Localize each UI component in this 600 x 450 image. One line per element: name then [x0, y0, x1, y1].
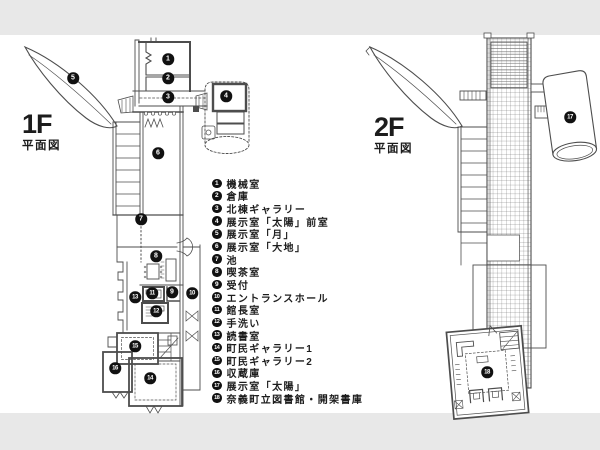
sun-anteroom-shape: [195, 81, 250, 154]
legend-item-9: 9 受付: [212, 278, 363, 292]
legend-item-6: 6 展示室「大地」: [212, 240, 363, 255]
middle-cluster-shape: [116, 246, 184, 333]
legend-number-badge: 5: [212, 229, 222, 239]
legend-number-badge: 3: [212, 203, 222, 214]
legend-label: 展示室「太陽」前室: [226, 217, 330, 229]
legend-label: 機械室: [226, 179, 261, 191]
legend-number-badge: 6: [212, 241, 222, 252]
floor-title-1f: 1F 平面図: [22, 111, 61, 153]
legend-number-badge: 12: [212, 317, 222, 328]
legend-label: 展示室「大地」: [226, 243, 307, 255]
legend-label: 喫茶室: [226, 268, 261, 280]
legend-number-badge: 13: [212, 330, 222, 340]
legend-item-13: 13 読書室: [212, 329, 363, 343]
floor-title-1f-caption: 平面図: [22, 140, 61, 152]
legend-item-15: 15 町民ギャラリー2: [212, 354, 363, 368]
legend-label: 受付: [226, 280, 250, 292]
legend-item-5: 5 展示室「月」: [212, 228, 363, 241]
legend-number-badge: 14: [212, 342, 222, 353]
legend-item-11: 11 館長室: [212, 303, 363, 318]
legend-number-badge: 4: [212, 216, 222, 226]
legend-label: 町民ギャラリー2: [226, 356, 314, 368]
legend-item-2: 2 倉庫: [212, 190, 363, 203]
legend-item-1: 1 機械室: [212, 177, 363, 191]
legend-label: 館長室: [226, 306, 261, 318]
legend-label: 倉庫: [226, 192, 250, 204]
legend-label: 北棟ギャラリー: [226, 205, 307, 217]
legend-item-10: 10 エントランスホール: [212, 291, 363, 305]
legend-label: 奈義町立図書館・開架書庫: [226, 394, 364, 406]
legend-item-18: 18 奈義町立図書館・開架書庫: [212, 392, 364, 406]
legend-label: 展示室「太陽」: [226, 382, 307, 394]
stair-strip-shape: [457, 126, 488, 266]
sun-gallery-cylinder: [530, 70, 598, 162]
legend-label: 町民ギャラリー1: [226, 344, 314, 356]
floorplan-2f-drawing: [365, 32, 598, 420]
floor-title-2f-text: 2F: [374, 112, 405, 142]
legend-number-badge: 1: [212, 178, 222, 189]
legend-number-badge: 11: [212, 304, 222, 315]
legend-number-badge: 9: [212, 279, 222, 290]
legend-label: 池: [226, 255, 238, 267]
legend-item-16: 16 収蔵庫: [212, 367, 363, 380]
legend-number-badge: 2: [212, 191, 222, 201]
legend-number-badge: 17: [212, 380, 222, 391]
top-gray-band: [0, 0, 600, 35]
legend-number-badge: 18: [212, 393, 222, 403]
legend-label: 手洗い: [226, 318, 261, 330]
legend-label: 展示室「月」: [226, 230, 295, 242]
legend-number-badge: 15: [212, 355, 222, 366]
legend-item-4: 4 展示室「太陽」前室: [212, 215, 363, 229]
legend-item-17: 17 展示室「太陽」: [212, 379, 363, 394]
library-room-shape: [445, 324, 530, 420]
floorplan-1f-drawing: [23, 37, 250, 414]
entrance-hall-shape: [182, 244, 201, 391]
legend-number-badge: 7: [212, 254, 222, 264]
moon-gallery-roof-shape: [365, 45, 463, 129]
room-legend: 1 機械室 2 倉庫 3 北棟ギャラリー 4 展示室「太陽」前室 5 展示室「月」 6 展示室「大地」…: [212, 177, 364, 406]
legend-item-14: 14 町民ギャラリー1: [212, 341, 363, 356]
south-cluster-shape: [102, 332, 183, 414]
floor-title-1f-text: 1F: [22, 109, 53, 139]
legend-label: 収蔵庫: [226, 369, 261, 381]
floor-title-2f-caption: 平面図: [374, 143, 413, 155]
floor-title-2f: 2F 平面図: [374, 114, 413, 156]
legend-number-badge: 10: [212, 292, 222, 302]
legend-item-3: 3 北棟ギャラリー: [212, 202, 363, 217]
pond-shape: [116, 214, 193, 263]
bottom-gray-band: [0, 413, 600, 450]
legend-number-badge: 16: [212, 368, 222, 378]
legend-label: 読書室: [226, 331, 261, 343]
legend-number-badge: 8: [212, 267, 222, 277]
legend-label: エントランスホール: [226, 293, 329, 305]
legend-item-8: 8 喫茶室: [212, 265, 363, 280]
legend-item-12: 12 手洗い: [212, 316, 363, 330]
